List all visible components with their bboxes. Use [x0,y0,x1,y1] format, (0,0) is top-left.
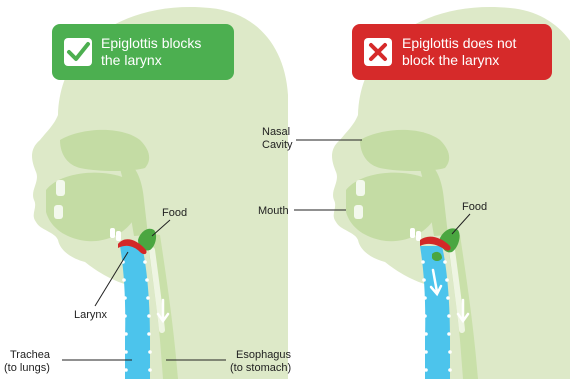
right-label-cavity: Cavity [262,139,293,151]
left-label-larynx: Larynx [74,309,108,321]
right-label-food: Food [462,201,487,213]
left-label-trachea-sub: (to lungs) [4,362,50,374]
left-label-trachea: Trachea [10,349,51,361]
right-badge-line1: Epiglottis does not [402,35,517,51]
right-label-nasal: Nasal [262,126,290,138]
right-badge-line2: block the larynx [402,52,499,68]
left-label-food: Food [162,207,187,219]
left-badge-line1: Epiglottis blocks [101,35,201,51]
left-panel: Epiglottis blocks the larynx Food Larynx… [4,7,292,379]
left-label-esophagus: Esophagus [236,349,292,361]
right-label-mouth: Mouth [258,205,289,217]
right-panel: Epiglottis does not block the larynx Nas… [258,7,570,379]
left-label-esophagus-sub: (to stomach) [230,362,291,374]
left-badge-line2: the larynx [101,52,162,68]
